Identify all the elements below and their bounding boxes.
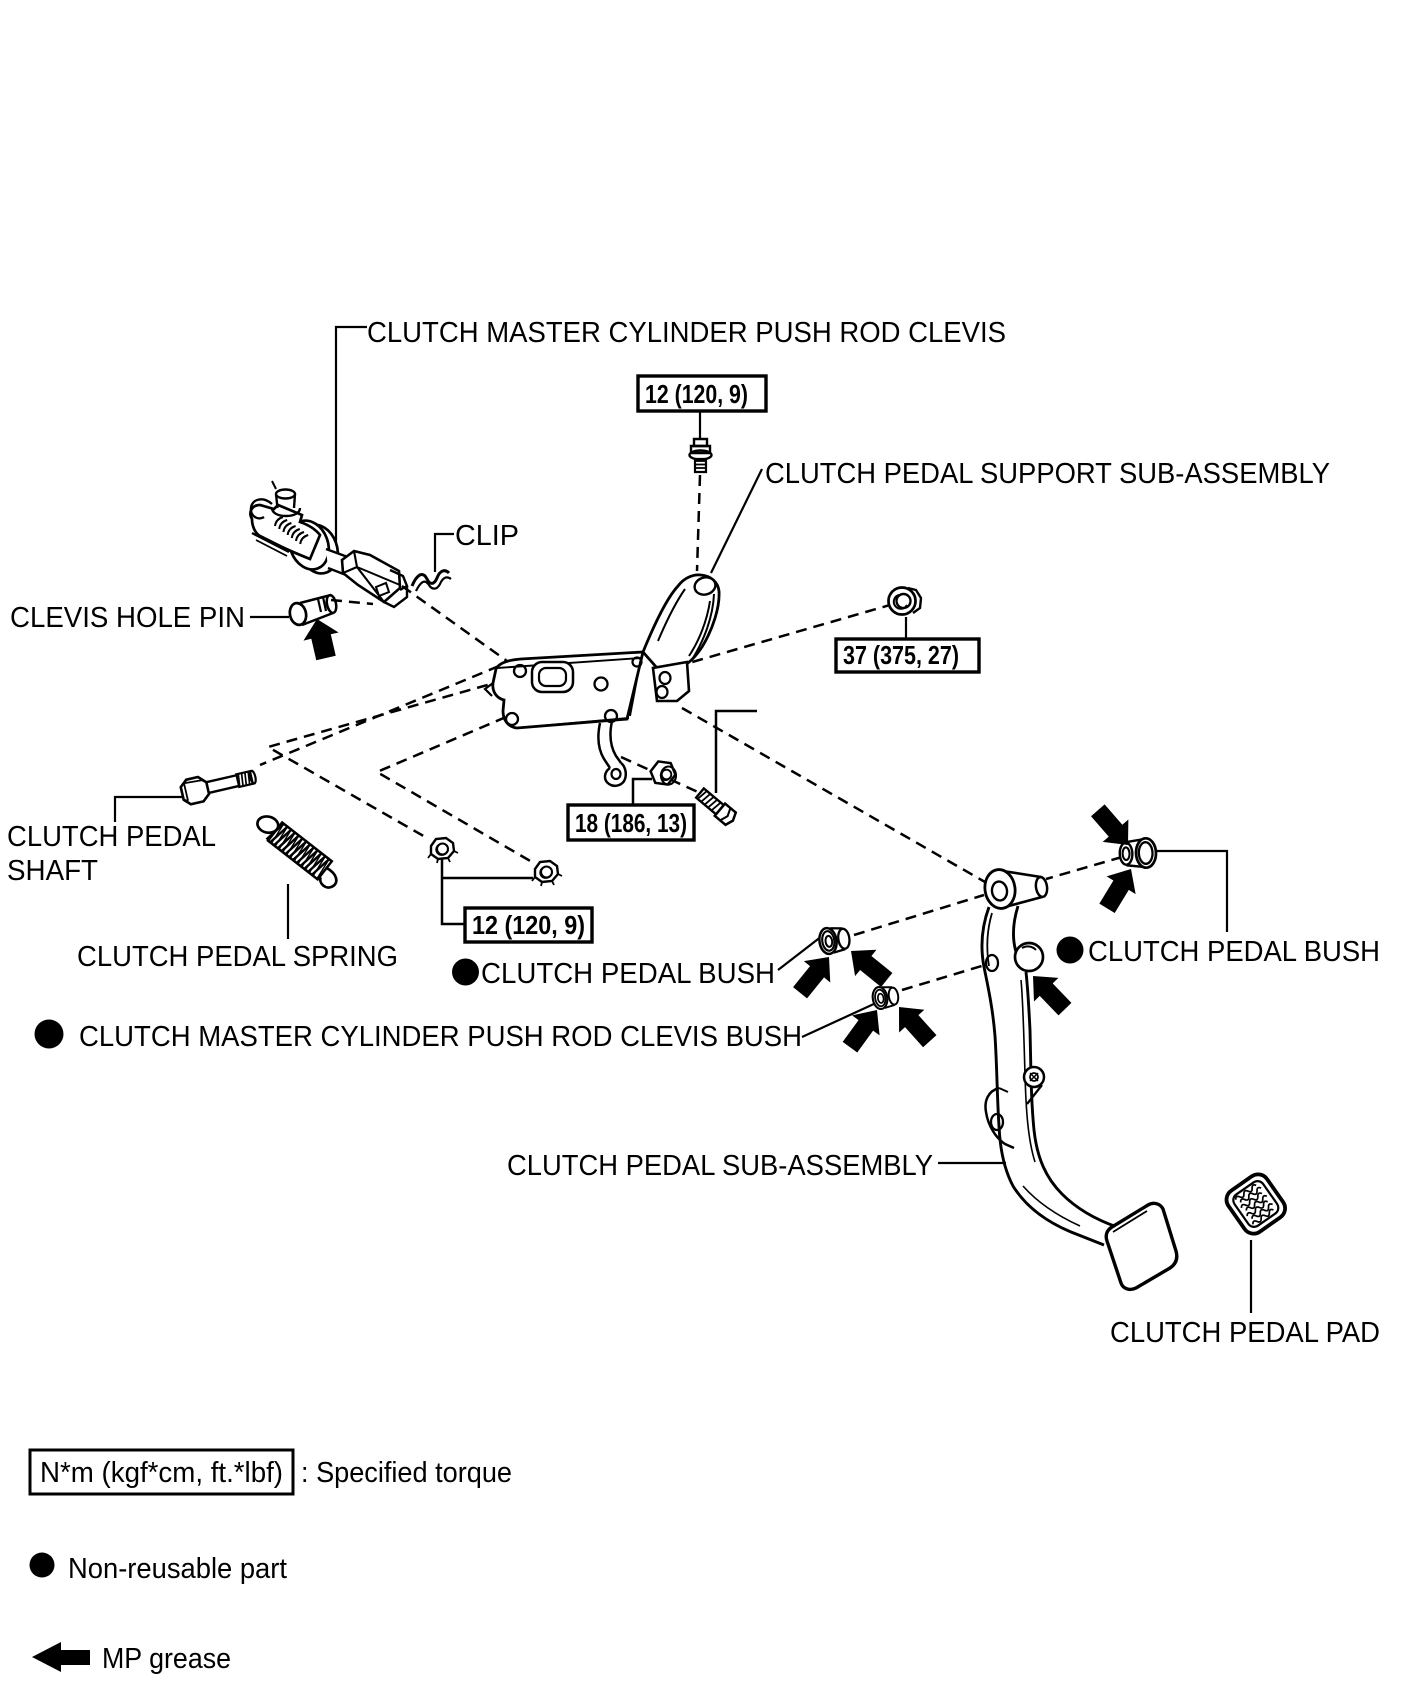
svg-text:CLUTCH PEDAL BUSH: CLUTCH PEDAL BUSH — [1088, 936, 1380, 968]
svg-text:CLUTCH PEDAL PAD: CLUTCH PEDAL PAD — [1110, 1317, 1380, 1349]
svg-text:: Specified torque: : Specified torque — [301, 1457, 512, 1489]
svg-text:12 (120, 9): 12 (120, 9) — [472, 910, 585, 940]
svg-text:Non-reusable part: Non-reusable part — [68, 1553, 287, 1585]
svg-text:CLUTCH PEDAL BUSH: CLUTCH PEDAL BUSH — [481, 958, 775, 990]
svg-text:18 (186, 13): 18 (186, 13) — [575, 808, 687, 838]
svg-text:CLEVIS HOLE PIN: CLEVIS HOLE PIN — [10, 602, 245, 634]
svg-text:CLUTCH PEDAL SPRING: CLUTCH PEDAL SPRING — [77, 941, 398, 973]
svg-text:CLIP: CLIP — [455, 520, 519, 552]
svg-text:MP grease: MP grease — [102, 1643, 231, 1675]
svg-text:CLUTCH MASTER CYLINDER PUSH RO: CLUTCH MASTER CYLINDER PUSH ROD CLEVIS — [367, 317, 1006, 349]
svg-text:SHAFT: SHAFT — [7, 855, 98, 887]
svg-text:CLUTCH PEDAL: CLUTCH PEDAL — [7, 821, 216, 853]
svg-text:37 (375, 27): 37 (375, 27) — [843, 640, 959, 670]
svg-text:CLUTCH PEDAL SUB-ASSEMBLY: CLUTCH PEDAL SUB-ASSEMBLY — [507, 1150, 933, 1182]
svg-text:12 (120, 9): 12 (120, 9) — [645, 379, 748, 409]
svg-text:N*m (kgf*cm, ft.*lbf): N*m (kgf*cm, ft.*lbf) — [40, 1457, 283, 1489]
svg-text:CLUTCH PEDAL SUPPORT SUB-ASSEM: CLUTCH PEDAL SUPPORT SUB-ASSEMBLY — [765, 458, 1330, 490]
svg-text:CLUTCH MASTER CYLINDER PUSH RO: CLUTCH MASTER CYLINDER PUSH ROD CLEVIS B… — [79, 1021, 802, 1053]
